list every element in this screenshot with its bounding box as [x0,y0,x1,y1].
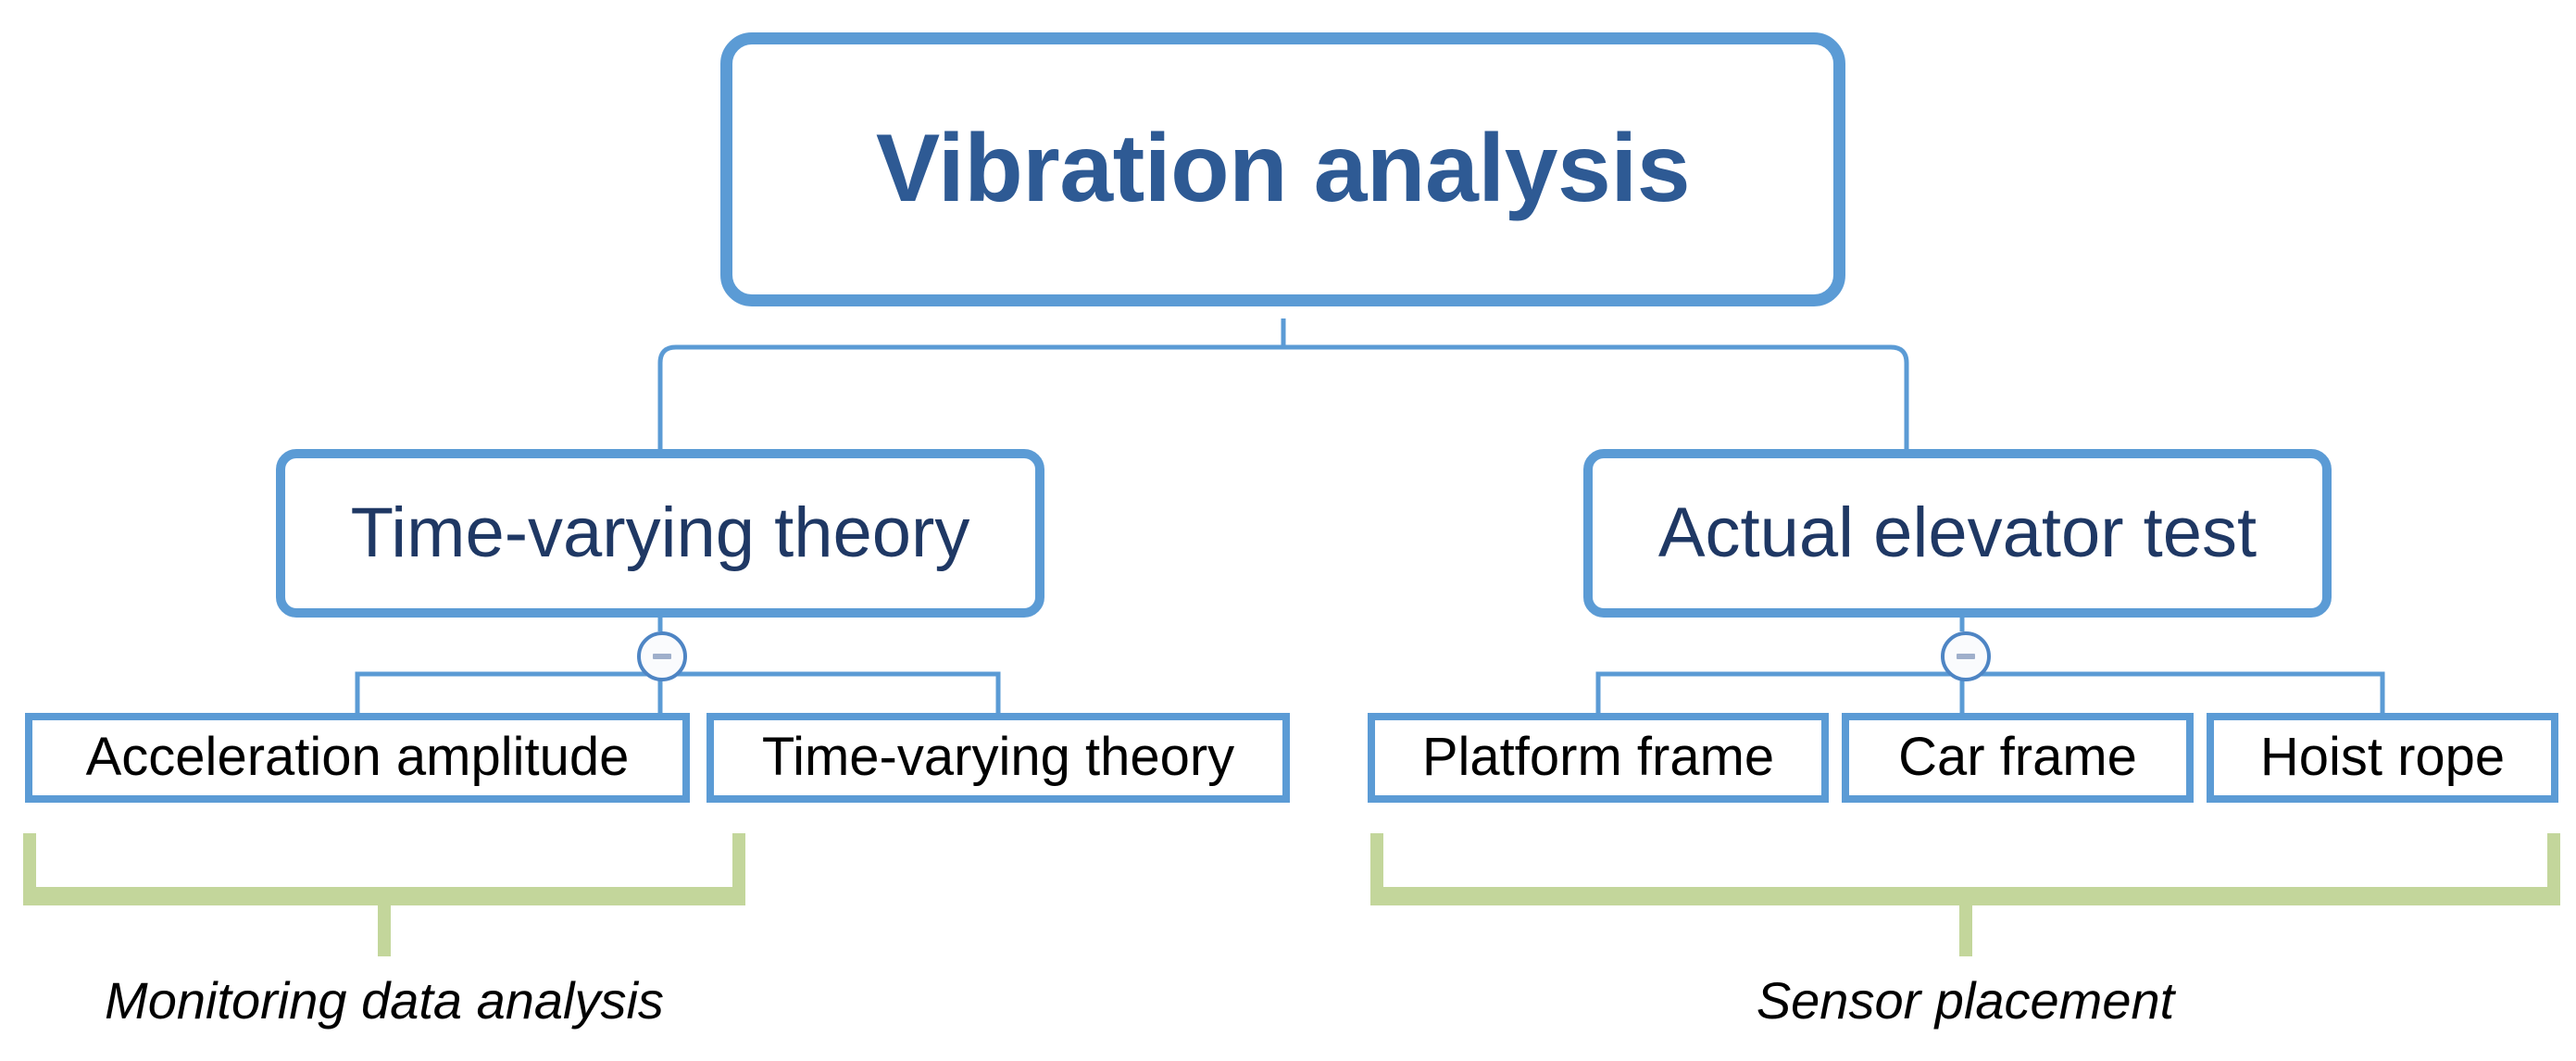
bracket-right-end [2547,833,2560,894]
caption-monitoring-data-analysis: Monitoring data analysis [105,971,664,1030]
connector-root-branches [657,344,1909,449]
bracket-horizontal-bar [23,887,745,905]
bracket-left-end [1370,833,1383,894]
collapse-toggle-right-branch[interactable] [1941,631,1991,681]
minus-icon [653,654,671,659]
minus-icon [1957,654,1975,659]
node-leaf-time-varying-theory[interactable]: Time-varying theory [707,713,1290,803]
bracket-monitoring-data-analysis [23,833,745,956]
node-leaf-platform-frame[interactable]: Platform frame [1368,713,1829,803]
node-leaf-car-frame[interactable]: Car frame [1842,713,2194,803]
bracket-horizontal-bar [1370,887,2560,905]
bracket-sensor-placement [1370,833,2560,956]
bracket-left-end [23,833,36,894]
node-leaf-acceleration-amplitude[interactable]: Acceleration amplitude [25,713,690,803]
collapse-toggle-left-branch[interactable] [637,631,687,681]
caption-sensor-placement: Sensor placement [1756,971,2175,1030]
node-branch-actual-elevator-test[interactable]: Actual elevator test [1583,449,2332,618]
bracket-right-end [732,833,745,894]
node-root-vibration-analysis[interactable]: Vibration analysis [720,32,1845,306]
connector-right-leaf-bracket [1595,671,2385,713]
connector-left-leaf-bracket [355,671,1001,713]
bracket-stem [378,905,391,956]
node-leaf-hoist-rope[interactable]: Hoist rope [2207,713,2558,803]
bracket-stem [1959,905,1972,956]
node-branch-time-varying-theory[interactable]: Time-varying theory [276,449,1044,618]
